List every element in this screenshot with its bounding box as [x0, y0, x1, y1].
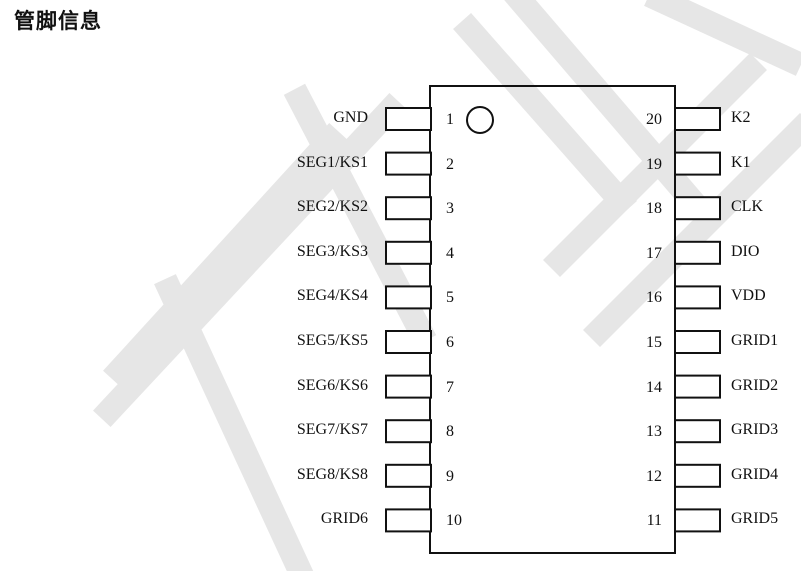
pin-name-4: SEG3/KS3 [296, 242, 368, 260]
pin-name-13: GRID3 [731, 421, 779, 439]
pin-name-15: GRID1 [731, 332, 779, 349]
pin-number-18: 18 [646, 200, 662, 218]
pin-name-5: SEG4/KS4 [296, 287, 368, 305]
pin-lead-20 [674, 107, 721, 131]
pin-lead-4 [385, 240, 432, 265]
pin-lead-3 [385, 196, 432, 221]
pin-number-6: 6 [446, 334, 454, 351]
ic-body [429, 85, 676, 554]
pin-name-18: CLK [731, 198, 763, 216]
pin-name-9: SEG8/KS8 [296, 465, 368, 483]
pin-lead-9 [385, 463, 432, 488]
pin-name-17: DIO [731, 242, 760, 260]
pin1-marker [466, 106, 494, 134]
pin-lead-18 [674, 196, 721, 221]
pin-lead-8 [385, 419, 432, 444]
pin-name-7: SEG6/KS6 [296, 376, 368, 394]
pin-name-10: GRID6 [320, 510, 368, 528]
pin-number-11: 11 [646, 512, 662, 530]
pin-lead-19 [674, 151, 721, 176]
pin-name-16: VDD [731, 287, 766, 305]
pin-name-12: GRID4 [731, 465, 779, 483]
pin-number-17: 17 [646, 244, 662, 262]
pin-number-7: 7 [446, 378, 454, 396]
pin-lead-16 [674, 285, 721, 310]
pin-number-10: 10 [446, 512, 462, 530]
pin-number-13: 13 [646, 423, 662, 441]
pin-lead-6 [385, 330, 432, 354]
pin-lead-7 [385, 374, 432, 399]
pin-lead-10 [385, 508, 432, 533]
pin-lead-5 [385, 285, 432, 310]
pin-name-11: GRID5 [731, 510, 779, 528]
pin-name-1: GND [333, 109, 368, 126]
pin-lead-2 [385, 151, 432, 176]
pin-lead-12 [674, 463, 721, 488]
pin-number-15: 15 [646, 334, 662, 351]
pin-name-2: SEG1/KS1 [296, 153, 368, 171]
left-pin-leads [385, 107, 432, 533]
pin-number-8: 8 [446, 423, 454, 441]
pin-number-16: 16 [646, 289, 662, 307]
pin-name-14: GRID2 [731, 376, 779, 394]
pin-number-12: 12 [646, 467, 662, 485]
pin-lead-1 [385, 107, 432, 131]
section-heading: 管脚信息 [14, 9, 102, 33]
watermark-strokes [93, 0, 801, 571]
pin-lead-11 [674, 508, 721, 533]
pin-lead-17 [674, 240, 721, 265]
pin-name-19: K1 [731, 153, 751, 171]
pin-lead-15 [674, 330, 721, 354]
pin-number-3: 3 [446, 200, 454, 218]
pin-lead-13 [674, 419, 721, 444]
pin-number-20: 20 [646, 111, 662, 128]
pin-number-5: 5 [446, 289, 454, 307]
pin-name-3: SEG2/KS2 [296, 198, 368, 216]
right-pin-leads [674, 107, 721, 533]
pin-number-2: 2 [446, 155, 454, 173]
pin-name-8: SEG7/KS7 [296, 421, 368, 439]
pin-number-9: 9 [446, 467, 454, 485]
pin-lead-14 [674, 374, 721, 399]
pin-name-20: K2 [731, 109, 751, 126]
pin-number-14: 14 [646, 378, 662, 396]
pin-number-4: 4 [446, 244, 454, 262]
pin-number-1: 1 [446, 111, 454, 128]
pin-number-19: 19 [646, 155, 662, 173]
pin-name-6: SEG5/KS5 [296, 332, 368, 349]
